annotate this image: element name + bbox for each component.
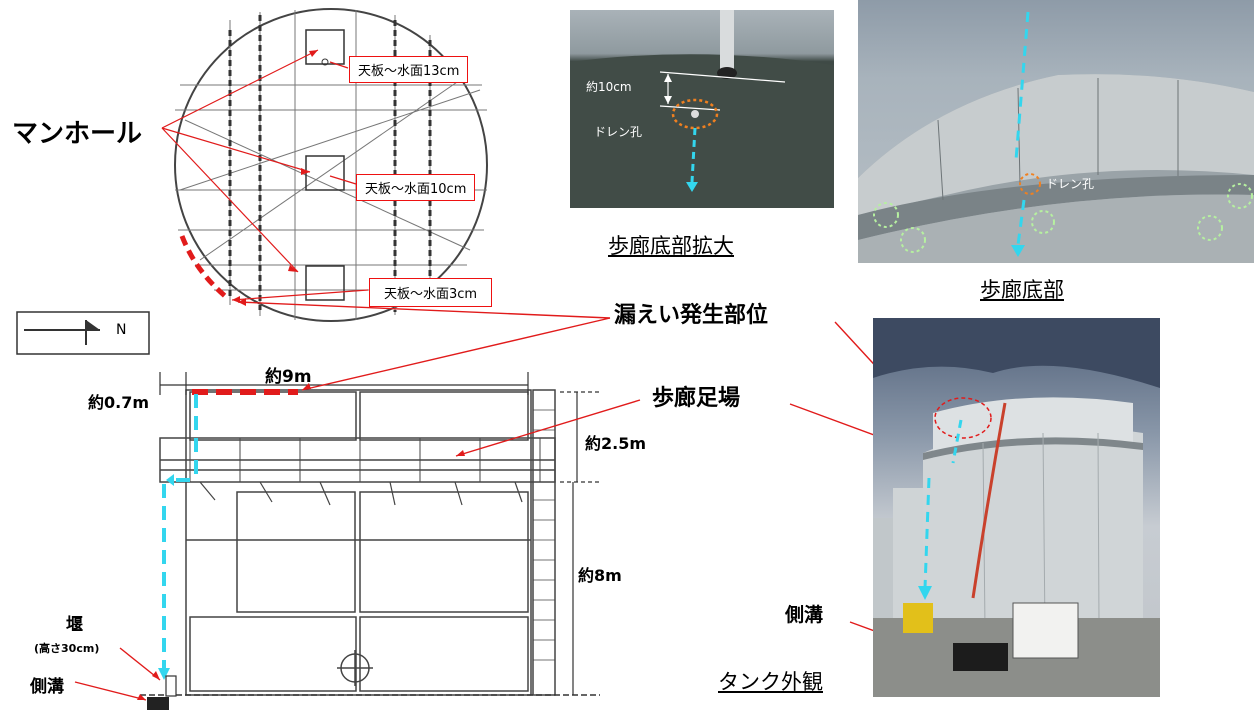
closeup-10cm-label: 約10cm — [586, 80, 632, 94]
leak-site-label: 漏えい発生部位 — [614, 303, 769, 328]
leak-flow-path — [162, 394, 198, 668]
gutter-label-right: 側溝 — [785, 604, 824, 626]
photo-tank-exterior — [873, 318, 1160, 697]
caption-walkway-closeup: 歩廊底部拡大 — [608, 234, 734, 258]
walkway-scaffold-label: 歩廊足場 — [652, 386, 741, 411]
dimension-0-7m: 約0.7m — [88, 393, 150, 412]
leak-mark-plan — [179, 235, 227, 298]
gutter-shape — [147, 697, 169, 710]
leak-site-arrows — [74, 301, 941, 701]
dimension-lines — [159, 372, 600, 695]
dimension-2-5m: 約2.5m — [585, 434, 647, 453]
dimension-9m: 約9m — [265, 367, 312, 387]
weir-shape — [165, 675, 177, 697]
north-arrow-icon — [16, 311, 150, 355]
weir-height-label: (高さ30cm) — [34, 642, 100, 655]
water-level-13-label: 天板～水面13cm — [349, 56, 469, 83]
dimension-8m: 約8m — [578, 566, 622, 585]
water-level-10-label: 天板～水面10cm — [356, 174, 476, 201]
gutter-label-left: 側溝 — [30, 677, 64, 697]
water-level-3-label: 天板～水面3cm — [369, 278, 493, 307]
manhole-arrows — [161, 49, 319, 273]
bottom-drain-label: ドレン孔 — [1046, 177, 1095, 191]
closeup-drain-label: ドレン孔 — [594, 125, 643, 139]
photo-walkway-closeup: 約10cm ドレン孔 — [570, 10, 834, 208]
north-label: N — [116, 322, 127, 338]
weir-label: 堰 — [66, 615, 83, 635]
manhole-label: マンホール — [12, 119, 143, 149]
caption-walkway-bottom: 歩廊底部 — [980, 278, 1064, 302]
caption-tank-exterior: タンク外観 — [718, 670, 823, 694]
photo-walkway-bottom: ドレン孔 — [858, 0, 1254, 263]
tank-elevation-view — [159, 389, 556, 696]
